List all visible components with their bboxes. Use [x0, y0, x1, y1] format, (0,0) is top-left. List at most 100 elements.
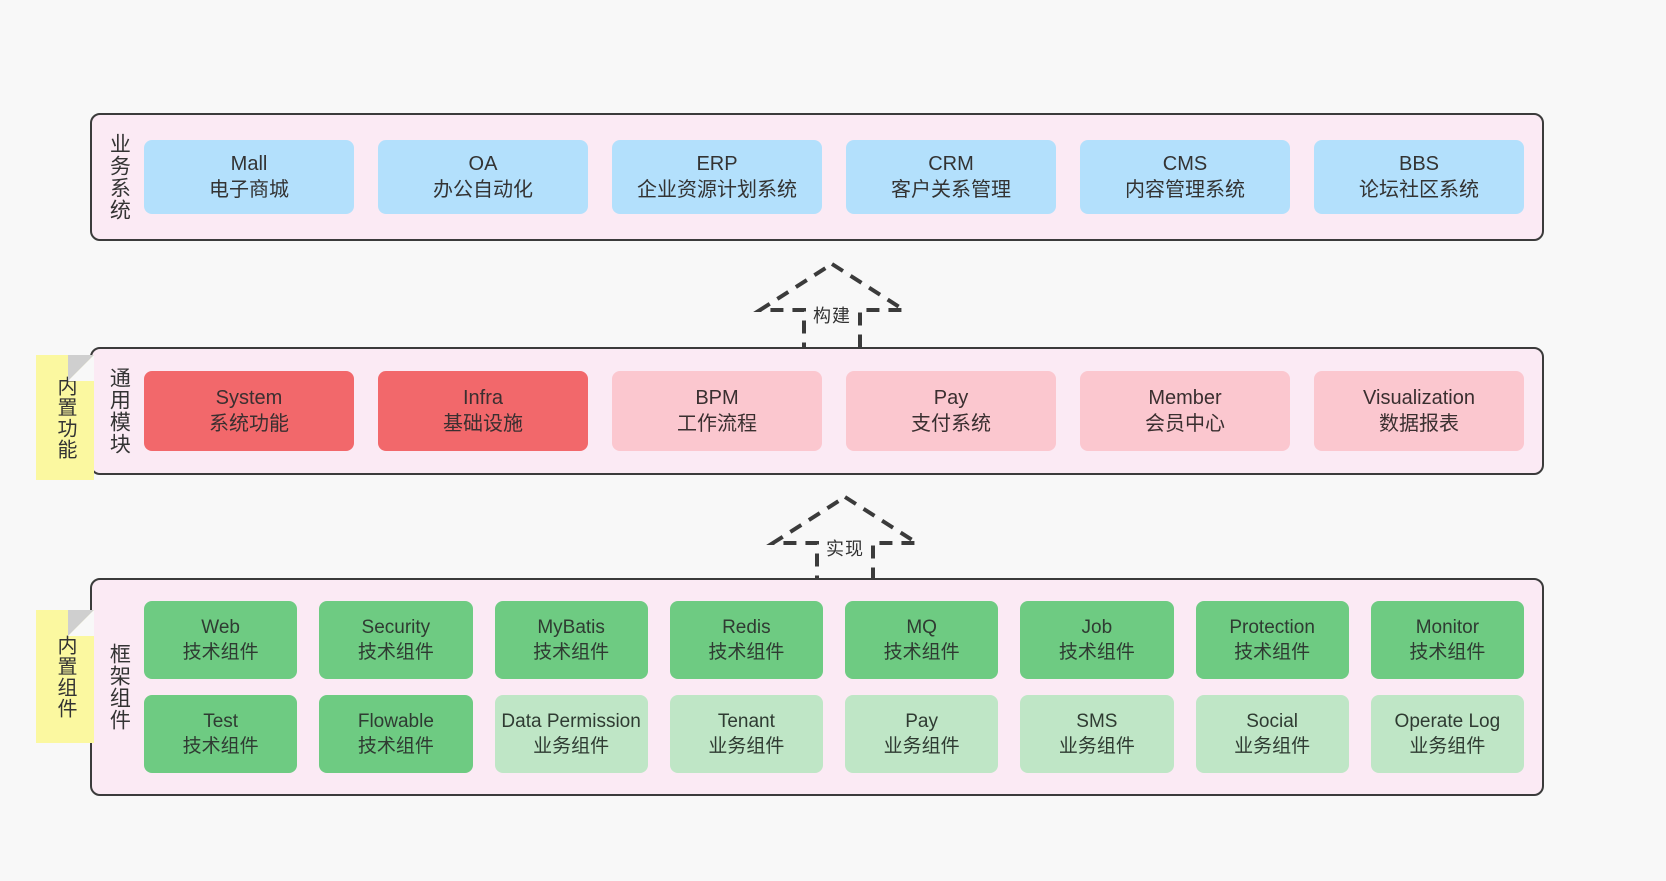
- box-bpm[interactable]: BPM 工作流程: [612, 371, 822, 451]
- connector-build-label: 构建: [813, 306, 851, 326]
- box-cms-name: CMS: [1162, 152, 1208, 175]
- box-mall-name: Mall: [230, 152, 268, 175]
- note-builtin-function-label: 内置功能: [54, 375, 76, 460]
- box-test-desc: 技术组件: [182, 736, 259, 757]
- box-sms-desc: 业务组件: [1058, 736, 1135, 757]
- box-protection-name: Protection: [1229, 616, 1315, 638]
- box-monitor-name: Monitor: [1415, 616, 1480, 638]
- note-builtin-function: 内置功能: [36, 355, 94, 480]
- box-operate-log-name: Operate Log: [1394, 710, 1501, 732]
- box-bbs[interactable]: BBS 论坛社区系统: [1314, 140, 1524, 214]
- box-security[interactable]: Security 技术组件: [319, 601, 473, 679]
- box-data-permission-name: Data Permission: [501, 710, 641, 732]
- box-cms-desc: 内容管理系统: [1125, 179, 1245, 201]
- box-bpm-name: BPM: [695, 386, 739, 409]
- box-web-name: Web: [201, 616, 240, 638]
- box-oa-name: OA: [468, 152, 498, 175]
- box-member-name: Member: [1148, 386, 1222, 409]
- box-mybatis[interactable]: MyBatis 技术组件: [494, 601, 648, 679]
- connector-implement-label: 实现: [826, 539, 864, 559]
- box-flowable[interactable]: Flowable 技术组件: [319, 695, 473, 773]
- box-social[interactable]: Social 业务组件: [1195, 695, 1349, 773]
- box-member[interactable]: Member 会员中心: [1080, 371, 1290, 451]
- connector-implement: 实现: [765, 491, 925, 587]
- box-social-desc: 业务组件: [1234, 736, 1311, 757]
- box-job-desc: 技术组件: [1058, 642, 1135, 663]
- box-redis-name: Redis: [722, 616, 771, 638]
- box-test[interactable]: Test 技术组件: [144, 695, 298, 773]
- box-crm-name: CRM: [928, 152, 974, 175]
- layer-common-module: 通用模块 System 系统功能 Infra 基础设施 BPM 工作流程 Pay…: [90, 347, 1544, 475]
- box-operate-log-desc: 业务组件: [1409, 736, 1486, 757]
- box-pay-module-name: Pay: [933, 386, 969, 409]
- box-visualization[interactable]: Visualization 数据报表: [1314, 371, 1524, 451]
- box-mq-desc: 技术组件: [883, 642, 960, 663]
- box-system[interactable]: System 系统功能: [144, 371, 354, 451]
- box-erp-desc: 企业资源计划系统: [637, 179, 797, 201]
- box-data-permission[interactable]: Data Permission 业务组件: [494, 695, 648, 773]
- box-job[interactable]: Job 技术组件: [1020, 601, 1174, 679]
- common-box-row: System 系统功能 Infra 基础设施 BPM 工作流程 Pay 支付系统…: [144, 371, 1524, 451]
- framework-tech-row: Web 技术组件 Security 技术组件 MyBatis 技术组件 Redi…: [144, 601, 1524, 679]
- note-fold-icon: [68, 610, 94, 636]
- box-web[interactable]: Web 技术组件: [144, 601, 298, 679]
- box-pay-component-name: Pay: [905, 710, 938, 732]
- box-system-desc: 系统功能: [209, 413, 289, 435]
- box-flowable-name: Flowable: [357, 710, 434, 732]
- box-redis[interactable]: Redis 技术组件: [669, 601, 823, 679]
- connector-implement-shape: [766, 494, 924, 585]
- box-monitor[interactable]: Monitor 技术组件: [1370, 601, 1524, 679]
- box-protection-desc: 技术组件: [1234, 642, 1311, 663]
- layer-common-module-label: 通用模块: [107, 367, 131, 455]
- box-bbs-desc: 论坛社区系统: [1359, 179, 1479, 201]
- box-cms[interactable]: CMS 内容管理系统: [1080, 140, 1290, 214]
- layer-common-module-body: System 系统功能 Infra 基础设施 BPM 工作流程 Pay 支付系统…: [144, 349, 1542, 473]
- box-flowable-desc: 技术组件: [357, 736, 434, 757]
- box-data-permission-desc: 业务组件: [533, 736, 610, 757]
- box-protection[interactable]: Protection 技术组件: [1195, 601, 1349, 679]
- box-monitor-desc: 技术组件: [1409, 642, 1486, 663]
- layer-framework-component-label: 框架组件: [107, 643, 131, 731]
- box-pay-module[interactable]: Pay 支付系统: [846, 371, 1056, 451]
- note-builtin-component: 内置组件: [36, 610, 94, 743]
- note-builtin-component-label: 内置组件: [54, 634, 76, 719]
- box-job-name: Job: [1081, 616, 1113, 638]
- box-mall-desc: 电子商城: [209, 179, 289, 201]
- box-security-name: Security: [361, 616, 431, 638]
- box-security-desc: 技术组件: [357, 642, 434, 663]
- box-crm-desc: 客户关系管理: [891, 179, 1011, 201]
- box-infra[interactable]: Infra 基础设施: [378, 371, 588, 451]
- box-erp-name: ERP: [696, 152, 738, 175]
- box-mq[interactable]: MQ 技术组件: [845, 601, 999, 679]
- box-mq-name: MQ: [906, 616, 937, 638]
- box-pay-component[interactable]: Pay 业务组件: [845, 695, 999, 773]
- box-member-desc: 会员中心: [1145, 413, 1225, 435]
- box-erp[interactable]: ERP 企业资源计划系统: [612, 140, 822, 214]
- box-web-desc: 技术组件: [182, 642, 259, 663]
- box-visualization-name: Visualization: [1363, 386, 1475, 409]
- box-operate-log[interactable]: Operate Log 业务组件: [1370, 695, 1524, 773]
- box-system-name: System: [215, 386, 283, 409]
- box-tenant[interactable]: Tenant 业务组件: [669, 695, 823, 773]
- box-sms[interactable]: SMS 业务组件: [1020, 695, 1174, 773]
- framework-business-row: Test 技术组件 Flowable 技术组件 Data Permission …: [144, 695, 1524, 773]
- box-mybatis-desc: 技术组件: [533, 642, 610, 663]
- box-mall[interactable]: Mall 电子商城: [144, 140, 354, 214]
- layer-framework-component-body: Web 技术组件 Security 技术组件 MyBatis 技术组件 Redi…: [144, 580, 1542, 794]
- box-infra-name: Infra: [462, 386, 504, 409]
- box-oa-desc: 办公自动化: [433, 179, 533, 201]
- layer-framework-component: 框架组件 Web 技术组件 Security 技术组件 MyBatis 技术组件…: [90, 578, 1544, 796]
- layer-business-system-label: 业务系统: [107, 133, 131, 221]
- box-visualization-desc: 数据报表: [1379, 413, 1459, 435]
- box-mybatis-name: MyBatis: [537, 616, 605, 638]
- box-redis-desc: 技术组件: [708, 642, 785, 663]
- box-oa[interactable]: OA 办公自动化: [378, 140, 588, 214]
- box-bbs-name: BBS: [1398, 152, 1440, 175]
- note-fold-icon: [68, 355, 94, 381]
- box-tenant-name: Tenant: [717, 710, 775, 732]
- box-sms-name: SMS: [1076, 710, 1118, 732]
- box-test-name: Test: [203, 710, 239, 732]
- box-infra-desc: 基础设施: [443, 413, 523, 435]
- box-crm[interactable]: CRM 客户关系管理: [846, 140, 1056, 214]
